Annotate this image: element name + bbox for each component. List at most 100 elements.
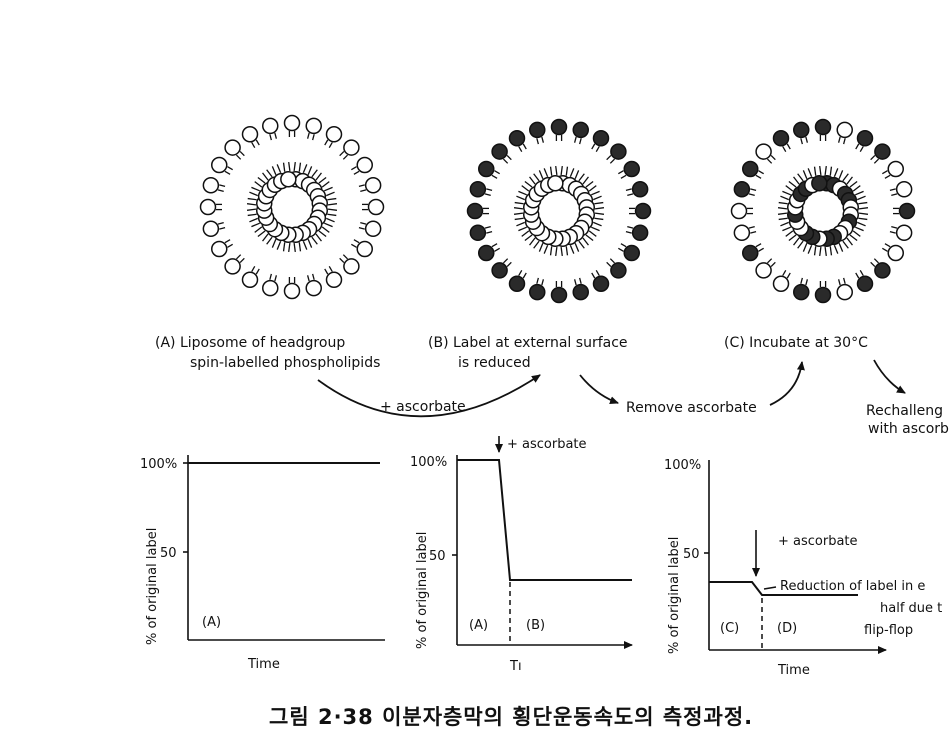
lipid-tail	[360, 221, 367, 225]
arrow-b-to-remove	[579, 374, 619, 405]
lipid-tail	[311, 236, 318, 245]
lipid-tail	[538, 243, 544, 252]
lipid-tail	[307, 239, 313, 248]
labelled-headgroup	[325, 126, 343, 143]
lipid-tail	[288, 161, 291, 172]
lipid-tail	[255, 268, 260, 275]
lipid-tail	[541, 136, 545, 143]
labelled-headgroup	[730, 202, 748, 220]
lipid-tail	[793, 176, 800, 185]
lipid-tail	[533, 240, 540, 249]
reduced-headgroup	[793, 121, 810, 139]
reduced-headgroup	[634, 202, 652, 220]
lipid-tail	[217, 189, 224, 193]
lipid-tail	[788, 181, 797, 188]
reduced-headgroup	[572, 121, 589, 139]
lipid-tail	[620, 174, 627, 179]
lipid-tail	[873, 158, 880, 164]
lipid-tail	[342, 154, 349, 160]
lipid-tail	[235, 254, 242, 260]
labelled-headgroup	[283, 282, 301, 300]
lipid-tail	[307, 166, 313, 175]
reduced-headgroup	[550, 118, 568, 136]
lipid-tail	[239, 257, 245, 264]
lipid-tail	[521, 230, 530, 237]
labelled-headgroup	[211, 156, 228, 174]
lipid-tail	[588, 185, 597, 192]
labelled-headgroup	[895, 224, 913, 241]
lipid-tail	[494, 247, 501, 252]
lipid-tail	[315, 233, 322, 242]
arrow-c-next	[873, 359, 906, 394]
lipid-tail	[219, 227, 226, 230]
labelled-headgroup	[305, 279, 322, 297]
lipid-tail	[625, 188, 632, 191]
labelled-headgroup	[887, 160, 904, 178]
lipid-tail	[326, 217, 335, 223]
reduced-headgroup	[508, 275, 526, 292]
lipid-tail	[819, 165, 822, 176]
lipid-tail	[858, 217, 868, 221]
labelled-headgroup	[547, 174, 564, 192]
lipid-tail	[506, 154, 512, 161]
lipid-tail	[852, 230, 861, 237]
plot-b-trace	[457, 459, 632, 581]
reduced-headgroup	[529, 121, 546, 139]
reduced-headgroup	[898, 202, 916, 220]
lipid-tail	[538, 170, 544, 179]
lipid-tail	[247, 213, 257, 217]
plot-c-y-mid: 50	[683, 547, 700, 562]
plot-c-trace	[709, 581, 858, 596]
reduced-headgroup	[491, 143, 508, 160]
liposome-a-caption-1: (A) Liposome of headgroup	[155, 335, 345, 351]
lipid-tail	[782, 269, 787, 276]
lipid-tail	[257, 177, 266, 184]
reduced-headgroup	[772, 130, 790, 147]
reduced-headgroup	[478, 244, 495, 262]
liposome-b	[466, 118, 652, 304]
reduced-headgroup	[592, 130, 610, 147]
labelled-headgroup	[895, 181, 913, 198]
lipid-tail	[881, 170, 888, 175]
lipid-tail	[838, 243, 844, 252]
lipid-tail	[353, 170, 360, 175]
reduced-headgroup	[572, 283, 589, 301]
labelled-headgroup	[356, 156, 373, 174]
labelled-headgroup	[241, 271, 259, 288]
lipid-tail	[585, 181, 594, 188]
lipid-tail	[271, 239, 277, 248]
lipid-tail	[594, 201, 604, 205]
plot-a: 100% 50 % of original label Time (A)	[140, 455, 385, 672]
lipid-tail	[842, 240, 849, 249]
lipid-tail	[318, 177, 327, 184]
reduced-headgroup	[491, 262, 508, 279]
lipid-tail	[257, 230, 266, 237]
reduced-headgroup	[742, 244, 759, 262]
lipid-tail	[491, 174, 498, 179]
reduced-headgroup	[814, 118, 832, 136]
lipid-tail	[358, 184, 365, 187]
liposome-c	[730, 118, 916, 304]
lipid-tail	[276, 164, 282, 173]
reduced-headgroup	[466, 202, 484, 220]
lipid-tail	[889, 188, 896, 191]
lipid-tail	[494, 170, 501, 175]
lipid-tail	[502, 158, 509, 164]
labelled-headgroup	[283, 114, 301, 132]
labelled-headgroup	[343, 139, 360, 156]
lipid-tail	[585, 234, 594, 241]
lipid-tail	[770, 261, 776, 268]
lipid-tail	[574, 243, 580, 252]
lipid-tail	[755, 174, 762, 179]
lipid-tail	[785, 185, 794, 192]
arrow-a-to-b-label: + ascorbate	[380, 399, 466, 415]
lipid-tail	[312, 134, 315, 141]
lipid-tail	[800, 138, 803, 145]
lipid-tail	[293, 161, 296, 172]
lipid-tail	[324, 139, 329, 146]
reduced-headgroup	[469, 181, 487, 198]
labelled-headgroup	[202, 220, 220, 237]
lipid-tail	[262, 172, 269, 181]
lipid-tail	[569, 245, 575, 254]
